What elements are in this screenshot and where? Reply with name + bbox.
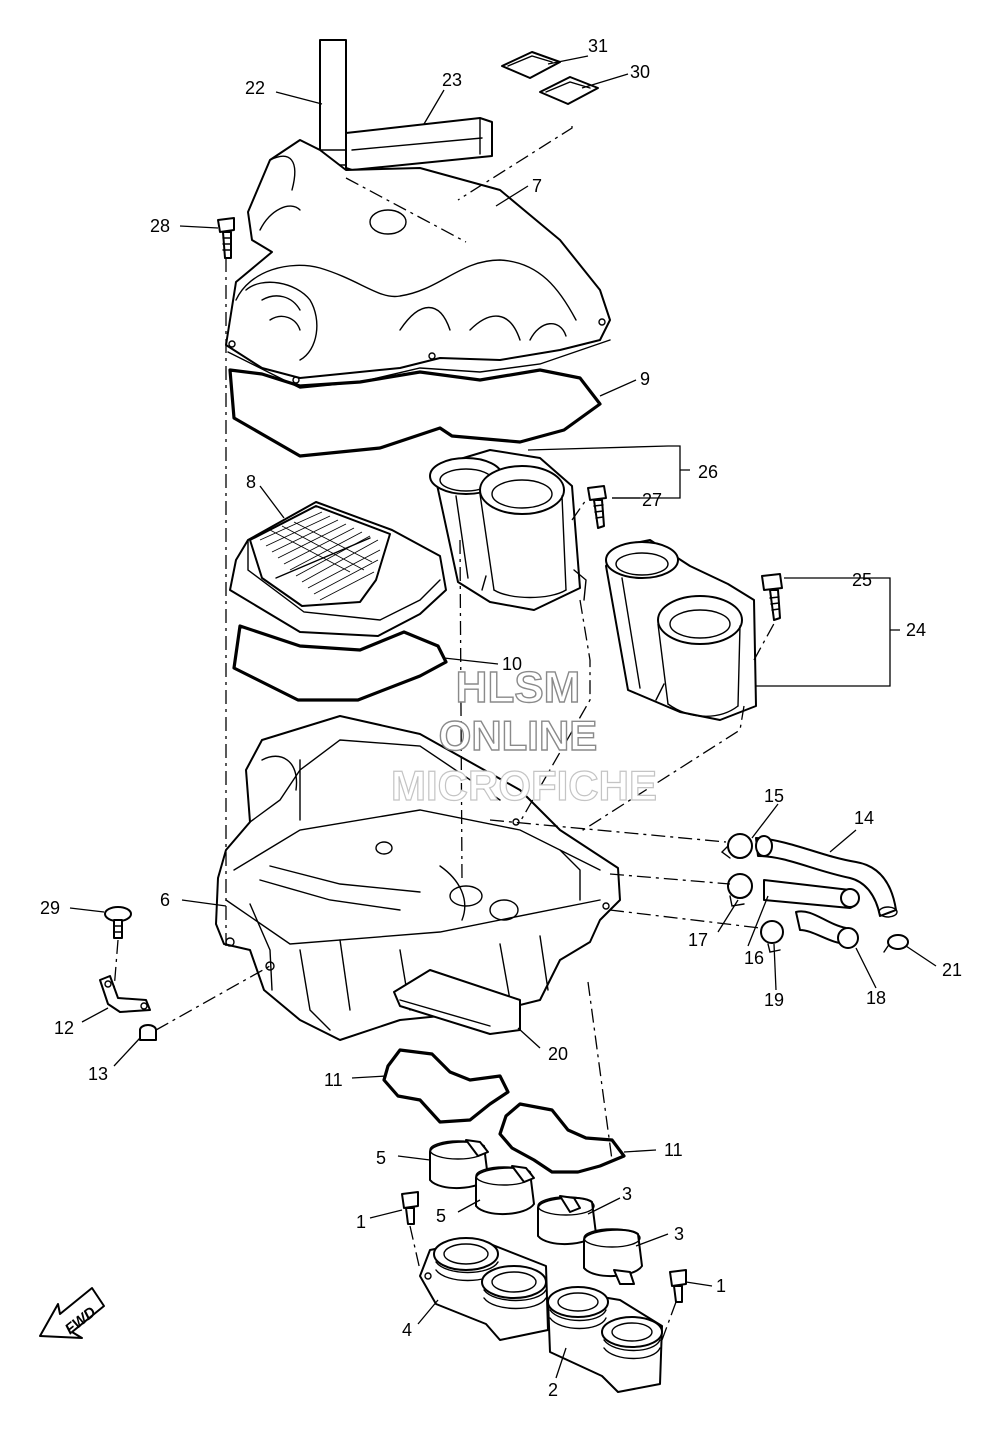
callout-23: 23 [442,70,462,90]
callout-2: 2 [548,1380,558,1400]
fwd-arrow-icon: FWD [39,1287,105,1339]
callout-25: 25 [852,570,872,590]
callout-5-a: 5 [376,1148,386,1168]
part-1-bolt-b [669,1269,687,1303]
part-16-hose [763,879,860,909]
callout-numbers: 22 23 31 30 7 28 9 8 26 27 25 24 10 15 1… [40,36,962,1400]
part-3-clamp-b [583,1228,643,1285]
callout-17: 17 [688,930,708,950]
part-26-funnel-set [429,449,587,611]
part-11-gasket-a [382,1048,510,1124]
callout-3-b: 3 [674,1224,684,1244]
callout-10: 10 [502,654,522,674]
callout-15: 15 [764,786,784,806]
part-25-bolt [761,573,783,621]
part-29-screw [104,906,132,939]
callout-16: 16 [744,948,764,968]
callout-26: 26 [698,462,718,482]
part-13-damper [139,1024,157,1041]
watermark-line-3: MICROFICHE [391,762,657,809]
callout-13: 13 [88,1064,108,1084]
callout-18: 18 [866,988,886,1008]
part-31-sponge [501,51,561,79]
callout-8: 8 [246,472,256,492]
callout-4: 4 [402,1320,412,1340]
callout-29: 29 [40,898,60,918]
part-19-clamp [760,920,784,953]
callout-6: 6 [160,890,170,910]
watermark-line-2: ONLINE [439,712,598,759]
part-30-sponge [539,76,599,105]
callout-1-a: 1 [356,1212,366,1232]
alignment-lines [113,126,777,1341]
part-24-funnel-set [605,539,757,721]
callout-27: 27 [642,490,662,510]
part-1-bolt-a [401,1191,419,1225]
callout-21: 21 [942,960,962,980]
part-4-joint [419,1237,549,1341]
part-11-gasket-b [498,1102,626,1174]
part-27-bolt [587,485,607,529]
callout-24: 24 [906,620,926,640]
callout-11-b: 11 [664,1140,683,1160]
part-21-clip [883,934,909,953]
part-7-filter-case-cover [225,139,611,389]
callout-22: 22 [245,78,265,98]
callout-11-a: 11 [324,1070,343,1090]
part-18-hose [795,910,859,949]
callout-3-a: 3 [622,1184,632,1204]
part-14-hose [755,835,898,918]
part-6-filter-case [215,715,621,1041]
callout-9: 9 [640,369,650,389]
callout-28: 28 [150,216,170,236]
part-15-clamp [720,833,753,859]
part-8-filter-element [229,501,447,637]
leader-lines [69,55,937,1379]
callout-31: 31 [588,36,608,56]
callout-7: 7 [532,176,542,196]
callout-30: 30 [630,62,650,82]
part-17-clamp [727,873,753,907]
watermark: HLSM ONLINE MICROFICHE [390,662,657,809]
part-9-gasket [228,368,602,458]
part-10-gasket [232,624,448,702]
part-3-clamp-a [537,1195,597,1246]
callout-1-b: 1 [716,1276,726,1296]
callout-20: 20 [548,1044,568,1064]
callout-19: 19 [764,990,784,1010]
part-12-bracket [99,975,151,1013]
callout-12: 12 [54,1018,74,1038]
part-5-clamp-b [475,1165,535,1216]
part-23-intake-duct [345,117,493,171]
callout-14: 14 [854,808,874,828]
part-28-screw [217,217,235,259]
watermark-line-1: HLSM [456,663,581,712]
callout-5-b: 5 [436,1206,446,1226]
part-2-joint [547,1286,663,1393]
